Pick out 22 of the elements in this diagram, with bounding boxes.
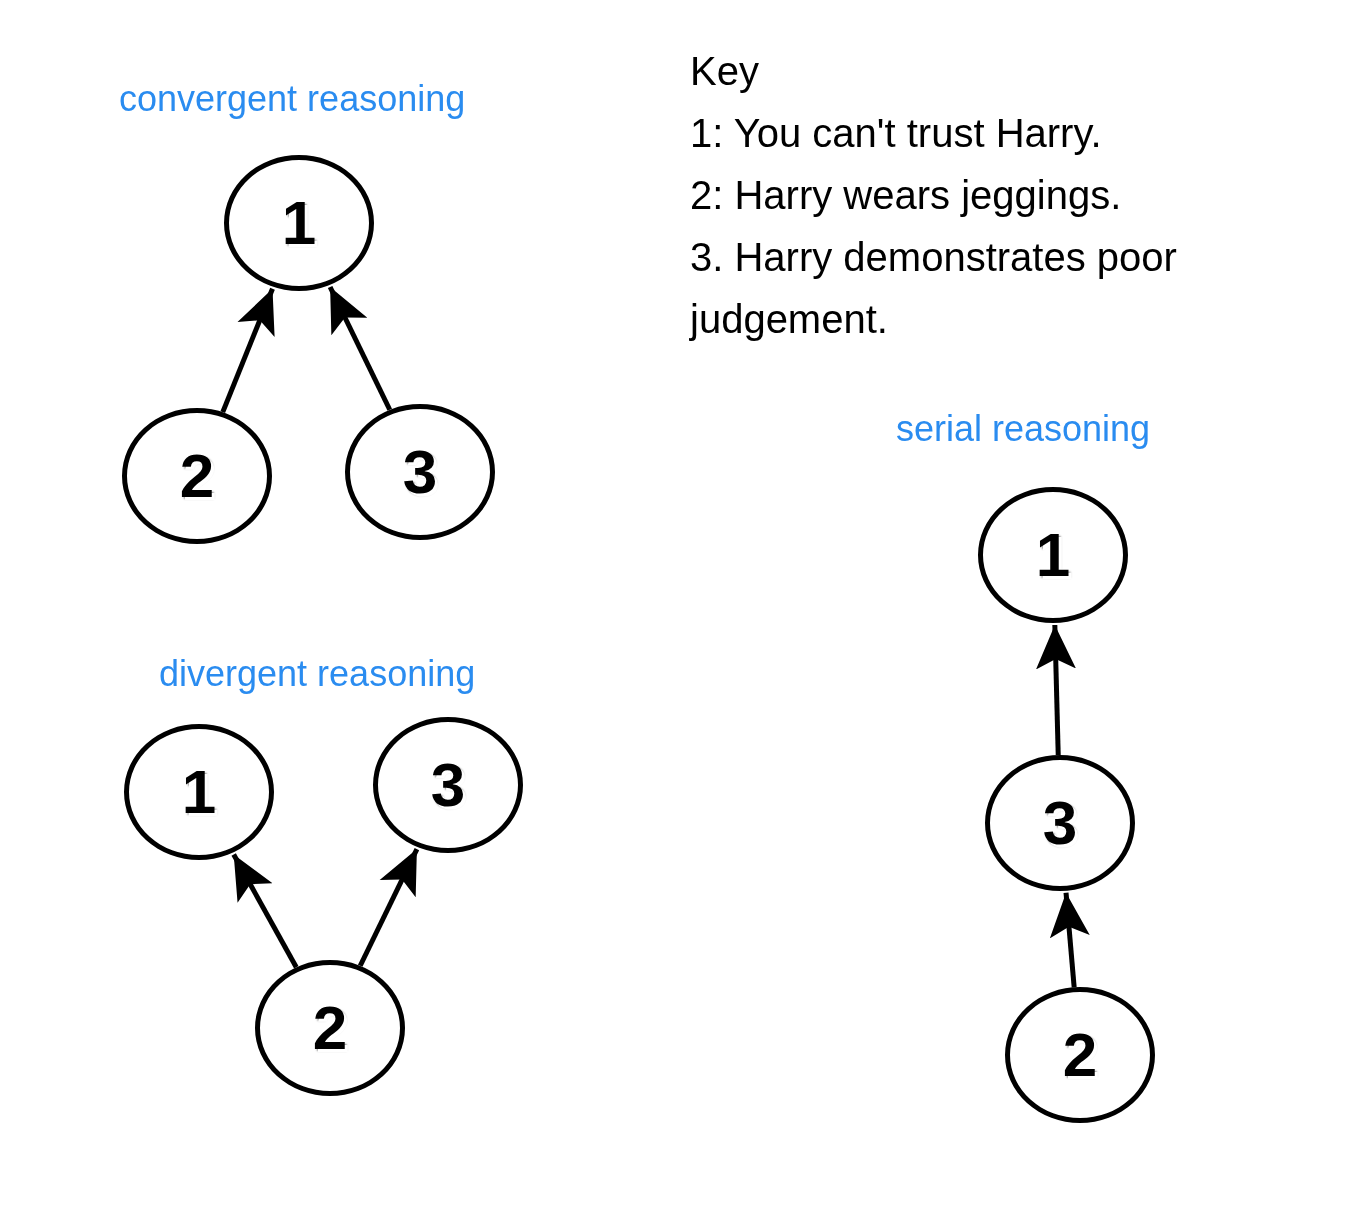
node-number: 3 (402, 441, 438, 503)
arrow (231, 853, 299, 969)
node-number: 2 (179, 445, 215, 507)
node-number: 2 (1062, 1024, 1098, 1086)
arrow (220, 287, 275, 414)
node-number: 1 (281, 192, 317, 254)
arrow (327, 285, 392, 411)
arrow (357, 847, 420, 967)
key-text: 3. Harry demonstrates poor judgement. (690, 234, 1178, 343)
node-number: 1 (181, 761, 217, 823)
node-number: 3 (430, 754, 466, 816)
section-heading: divergent reasoning (159, 653, 476, 695)
arrow (1049, 892, 1090, 988)
arrow (1036, 624, 1076, 756)
section-heading: convergent reasoning (119, 78, 466, 120)
node-number: 2 (312, 997, 348, 1059)
key-text: Key (690, 48, 759, 95)
section-heading: serial reasoning (896, 408, 1151, 450)
node-number: 3 (1042, 792, 1078, 854)
node-number: 1 (1035, 524, 1071, 586)
key-text: 1: You can't trust Harry. (690, 110, 1102, 157)
key-text: 2: Harry wears jeggings. (690, 172, 1122, 219)
